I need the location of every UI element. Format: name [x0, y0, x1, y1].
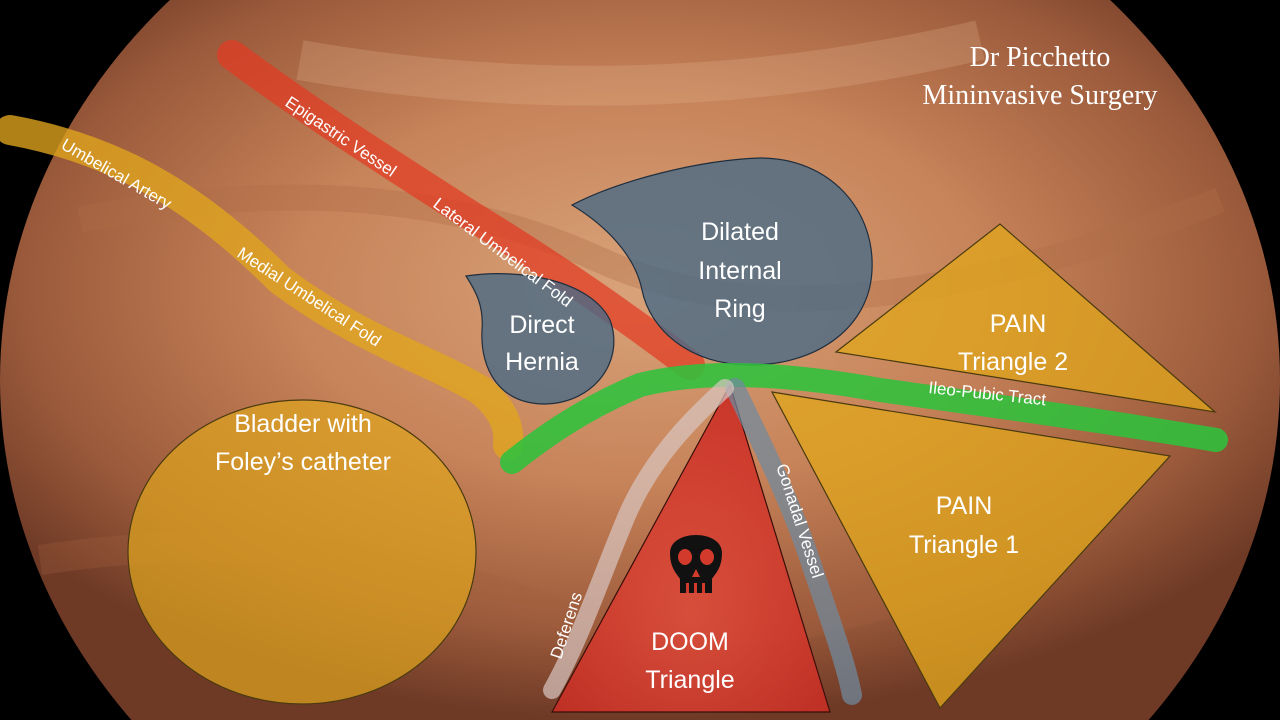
pain-triangle-1-region [770, 391, 1172, 710]
bladder-label-line-2: Foley’s catheter [215, 448, 391, 476]
direct-hernia-region [464, 273, 615, 405]
pain-triangle-2-label-line-1: PAIN [990, 310, 1047, 338]
bladder-region [127, 399, 477, 705]
internal-ring-label-line-1: Dilated [701, 218, 779, 246]
internal-ring-region [570, 157, 873, 366]
skull-icon [670, 535, 722, 593]
internal-ring-label-line-2: Internal [698, 257, 781, 285]
watermark-line-2: Mininvasive Surgery [922, 80, 1157, 111]
internal-ring-label-line-3: Ring [714, 295, 765, 323]
doom-triangle-label-line-2: Triangle [645, 666, 734, 694]
bladder-label-line-1: Bladder with [234, 410, 372, 438]
ileo-pubic-tract-band [500, 362, 1228, 474]
pain-triangle-2-label-line-2: Triangle 2 [958, 348, 1068, 376]
pain-triangle-1-label-line-1: PAIN [936, 492, 993, 520]
pain-triangle-1-label-line-2: Triangle 1 [909, 531, 1019, 559]
umbelical-artery-band [0, 115, 524, 460]
deferens-band [543, 379, 734, 699]
watermark-line-1: Dr Picchetto [970, 42, 1111, 73]
pain-triangle-2-region [834, 223, 1217, 413]
direct-hernia-label-line-2: Hernia [505, 348, 579, 376]
gonadal-vessel-band [725, 378, 862, 705]
direct-hernia-label-line-1: Direct [509, 311, 574, 339]
epigastric-vessel-band [217, 40, 705, 380]
doom-triangle-label-line-1: DOOM [651, 628, 729, 656]
